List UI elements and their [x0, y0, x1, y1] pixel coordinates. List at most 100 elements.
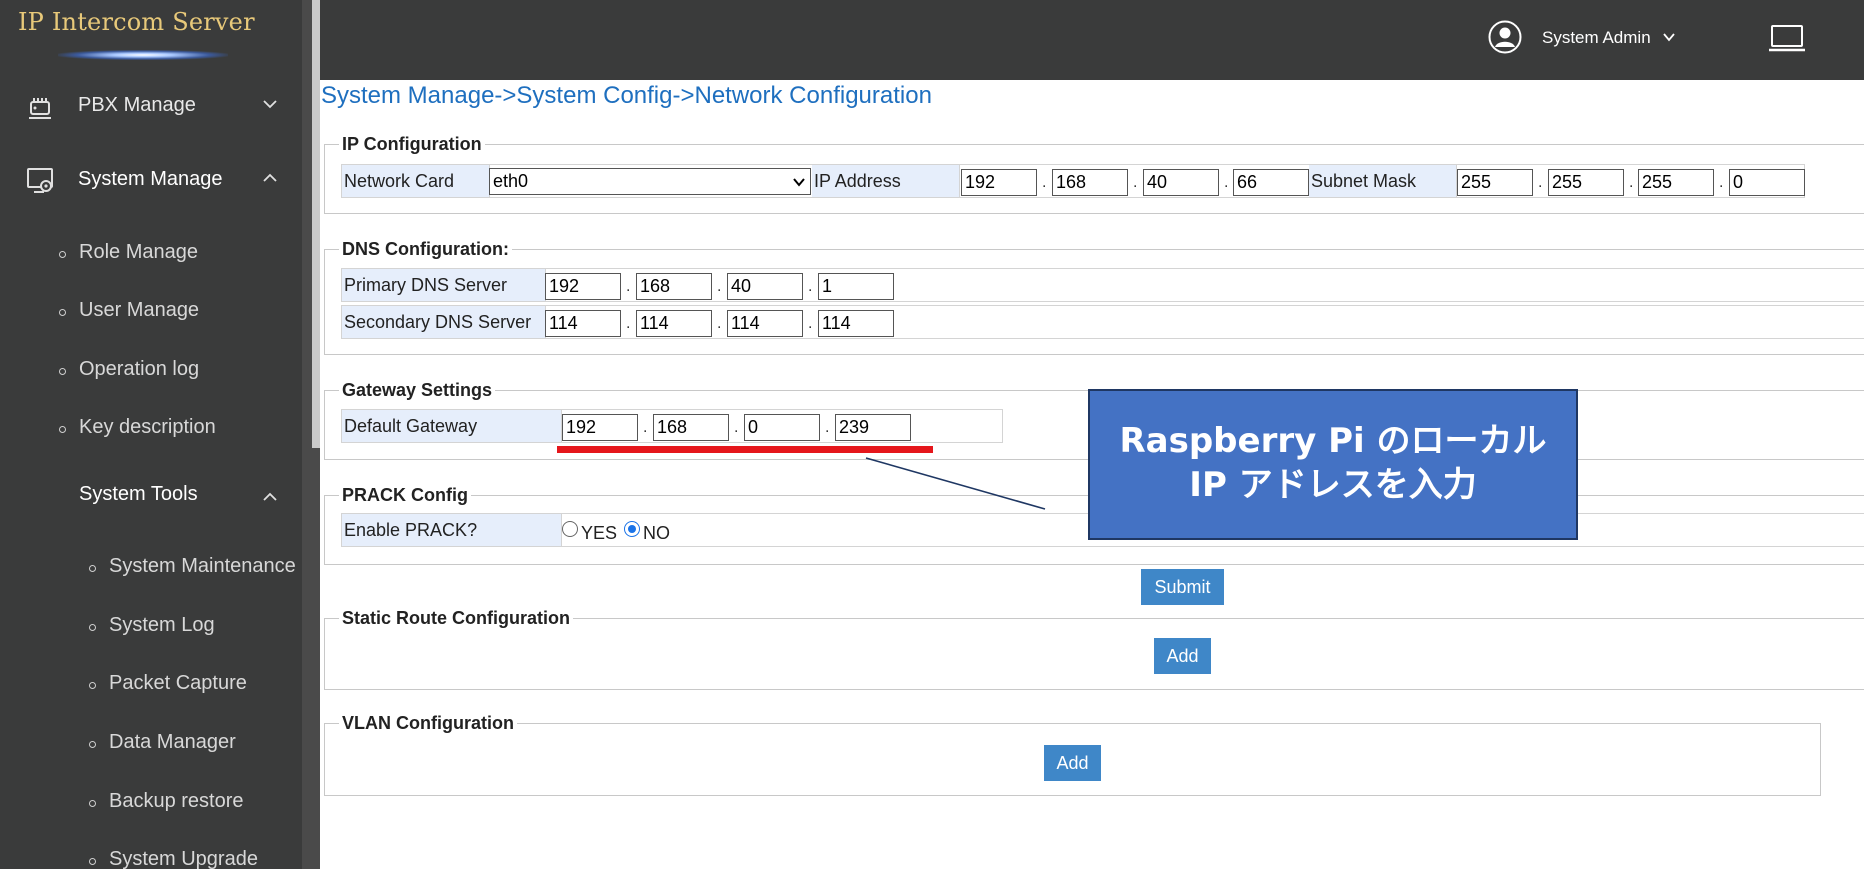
- primary-dns-octet-3[interactable]: 40: [727, 273, 803, 300]
- prack-yes-label: YES: [581, 523, 618, 543]
- bullet-icon: [59, 368, 66, 375]
- secondary-dns-octet-4[interactable]: 114: [818, 310, 894, 337]
- primary-dns-octet-1[interactable]: 192: [545, 273, 621, 300]
- submit-button[interactable]: Submit: [1141, 569, 1224, 605]
- bullet-icon: [89, 565, 96, 572]
- user-avatar-icon[interactable]: [1488, 20, 1522, 54]
- breadcrumb: System Manage->System Config->Network Co…: [321, 82, 932, 109]
- sidebar-item-label: Backup restore: [109, 790, 244, 812]
- primary-dns-octet-2[interactable]: 168: [636, 273, 712, 300]
- default-gateway-octet-3[interactable]: 0: [744, 414, 820, 441]
- default-gateway-octet-4[interactable]: 239: [835, 414, 911, 441]
- octet-separator: .: [1719, 174, 1724, 191]
- subnet-mask-label: Subnet Mask: [1309, 165, 1457, 197]
- default-gateway-octet-1[interactable]: 192: [562, 414, 638, 441]
- octet-separator: .: [643, 419, 648, 436]
- octet-separator: .: [717, 315, 722, 332]
- sidebar-item-label: System Log: [109, 614, 215, 636]
- app-logo: IP Intercom Server: [18, 8, 258, 68]
- bullet-icon: [89, 858, 96, 865]
- network-card-select[interactable]: eth0: [489, 168, 811, 195]
- user-menu-name[interactable]: System Admin: [1542, 28, 1651, 47]
- chevron-up-icon: [263, 492, 277, 501]
- sidebar-menu-pbx-manage[interactable]: PBX Manage: [0, 78, 302, 134]
- bullet-icon: [89, 800, 96, 807]
- secondary-dns-label: Secondary DNS Server: [342, 306, 546, 338]
- default-gateway-label: Default Gateway: [342, 410, 562, 442]
- primary-dns-octet-4[interactable]: 1: [818, 273, 894, 300]
- prack-yes-radio[interactable]: [562, 521, 578, 537]
- static-route-add-button[interactable]: Add: [1154, 638, 1211, 674]
- ip-address-octet-1[interactable]: 192: [961, 169, 1037, 196]
- section-legend: IP Configuration: [342, 134, 482, 154]
- octet-separator: .: [1629, 174, 1634, 191]
- bullet-icon: [59, 309, 66, 316]
- octet-separator: .: [808, 315, 813, 332]
- bullet-icon: [59, 426, 66, 433]
- sidebar-item-label: System Upgrade: [109, 848, 258, 869]
- octet-separator: .: [1042, 174, 1047, 191]
- sidebar-scrollbar-thumb[interactable]: [312, 0, 320, 448]
- octet-separator: .: [1538, 174, 1543, 191]
- ip-address-octet-4[interactable]: 66: [1233, 169, 1309, 196]
- sidebar: IP Intercom Server PBX Manage System Man…: [0, 0, 302, 869]
- secondary-dns-octet-3[interactable]: 114: [727, 310, 803, 337]
- sidebar-item-label: System Maintenance: [109, 555, 296, 577]
- ip-address-octet-3[interactable]: 40: [1143, 169, 1219, 196]
- prack-no-radio[interactable]: [624, 521, 640, 537]
- octet-separator: .: [626, 315, 631, 332]
- bullet-icon: [89, 624, 96, 631]
- annotation-callout: Raspberry Pi のローカル IP アドレスを入力: [1088, 389, 1578, 540]
- section-legend: VLAN Configuration: [342, 713, 514, 733]
- prack-no-label: NO: [643, 523, 670, 543]
- octet-separator: .: [1224, 174, 1229, 191]
- callout-line-1: Raspberry Pi のローカル: [1119, 421, 1547, 461]
- sidebar-menu-label: System Manage: [78, 168, 223, 190]
- bullet-icon: [59, 251, 66, 258]
- sidebar-item-label: Operation log: [79, 358, 200, 380]
- chevron-down-icon: [793, 178, 805, 187]
- bullet-icon: [89, 682, 96, 689]
- vlan-add-button[interactable]: Add: [1044, 745, 1101, 781]
- submenu-label: System Tools: [79, 483, 198, 505]
- system-gear-icon: [27, 168, 53, 193]
- radio-selected-dot: [627, 524, 636, 533]
- chevron-up-icon: [263, 173, 277, 182]
- secondary-dns-row: Secondary DNS Server: [341, 305, 1864, 339]
- section-legend: DNS Configuration:: [342, 239, 509, 259]
- static-route-section: Static Route Configuration: [324, 608, 1864, 690]
- section-legend: Gateway Settings: [342, 380, 493, 400]
- section-legend: Static Route Configuration: [342, 608, 570, 628]
- sidebar-item-label: Role Manage: [79, 241, 198, 263]
- ip-address-octet-2[interactable]: 168: [1052, 169, 1128, 196]
- octet-separator: .: [808, 278, 813, 295]
- sidebar-item-label: Packet Capture: [109, 672, 247, 694]
- sidebar-menu-label: PBX Manage: [78, 94, 196, 116]
- default-gateway-octet-2[interactable]: 168: [653, 414, 729, 441]
- octet-separator: .: [626, 278, 631, 295]
- logo-text: IP Intercom Server: [18, 8, 255, 36]
- sidebar-submenu-system-tools[interactable]: System Tools: [79, 483, 289, 513]
- subnet-mask-octet-2[interactable]: 255: [1548, 169, 1624, 196]
- subnet-mask-octet-3[interactable]: 255: [1638, 169, 1714, 196]
- logo-glow-decoration: [58, 50, 228, 60]
- enable-prack-label: Enable PRACK?: [342, 514, 562, 546]
- octet-separator: .: [1133, 174, 1138, 191]
- secondary-dns-octet-1[interactable]: 114: [545, 310, 621, 337]
- octet-separator: .: [825, 419, 830, 436]
- monitor-icon[interactable]: [1768, 24, 1806, 54]
- octet-separator: .: [734, 419, 739, 436]
- chevron-down-icon: [263, 100, 277, 109]
- secondary-dns-octet-2[interactable]: 114: [636, 310, 712, 337]
- sidebar-item-label: Key description: [79, 416, 216, 438]
- sidebar-item-label: Data Manager: [109, 731, 236, 753]
- callout-line-2: IP アドレスを入力: [1189, 465, 1477, 505]
- subnet-mask-octet-1[interactable]: 255: [1457, 169, 1533, 196]
- subnet-mask-octet-4[interactable]: 0: [1729, 169, 1805, 196]
- sidebar-menu-system-manage[interactable]: System Manage: [0, 152, 302, 208]
- top-bar: [320, 0, 1864, 80]
- pbx-icon: [29, 98, 51, 119]
- callout-pointer-line: [865, 457, 1046, 510]
- primary-dns-label: Primary DNS Server: [342, 269, 546, 301]
- chevron-down-icon[interactable]: [1662, 30, 1676, 44]
